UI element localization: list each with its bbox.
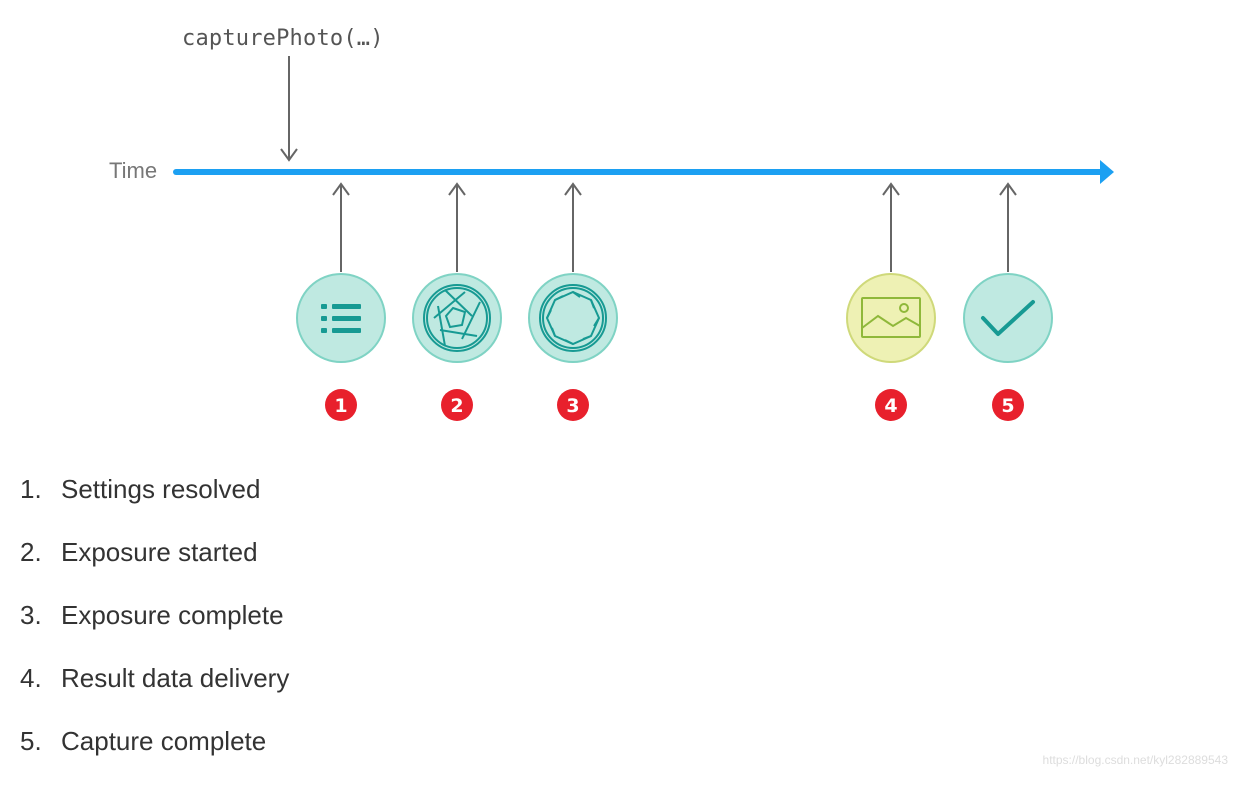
watermark: https://blog.csdn.net/kyl282889543 — [1042, 753, 1228, 767]
time-axis-label: Time — [109, 158, 158, 183]
event-5-circle — [963, 273, 1053, 363]
step-label: Capture complete — [61, 726, 267, 756]
checkmark-icon — [981, 300, 1035, 336]
event-3-circle — [528, 273, 618, 363]
event-5-badge — [992, 389, 1024, 421]
event-result-data-delivery: 4 — [846, 182, 936, 421]
step-label: Exposure complete — [61, 600, 284, 630]
step-label: Settings resolved — [61, 474, 261, 504]
shutter-open-icon — [423, 284, 491, 352]
list-item: 2. Exposure started — [20, 537, 289, 600]
event-4-badge — [875, 389, 907, 421]
list-item: 4. Result data delivery — [20, 663, 289, 726]
step-number: 4. — [20, 663, 42, 693]
step-number: 1. — [20, 474, 42, 504]
event-3-arrow — [564, 182, 582, 272]
list-item: 1. Settings resolved — [20, 474, 289, 537]
step-label: Exposure started — [61, 537, 258, 567]
list-item: 3. Exposure complete — [20, 600, 289, 663]
list-item: 5. Capture complete — [20, 726, 289, 789]
time-axis — [173, 160, 1114, 184]
event-4-circle — [846, 273, 936, 363]
capture-timeline-diagram: 1 2 — [173, 56, 1114, 421]
event-2-badge — [441, 389, 473, 421]
event-2-badge-number: 2 — [450, 395, 463, 417]
event-1-badge — [325, 389, 357, 421]
image-icon — [861, 297, 921, 338]
step-number: 5. — [20, 726, 42, 756]
step-list: 1. Settings resolved 2. Exposure started… — [20, 474, 289, 789]
event-2-arrow — [448, 182, 466, 272]
capture-photo-call-label: capturePhoto(…) — [182, 26, 384, 51]
shutter-closed-icon — [539, 284, 607, 352]
step-label: Result data delivery — [61, 663, 290, 693]
step-number: 2. — [20, 537, 42, 567]
event-5-arrow — [999, 182, 1017, 272]
capture-call-arrow — [280, 56, 298, 162]
event-1-badge-number: 1 — [334, 395, 347, 417]
event-3-badge-number: 3 — [566, 395, 579, 417]
event-4-badge-number: 4 — [884, 395, 897, 417]
settings-list-icon — [321, 304, 361, 333]
event-1-arrow — [332, 182, 350, 272]
step-number: 3. — [20, 600, 42, 630]
event-capture-complete: 5 — [963, 182, 1053, 421]
event-2-circle — [412, 273, 502, 363]
event-5-badge-number: 5 — [1001, 395, 1014, 417]
event-3-badge — [557, 389, 589, 421]
event-exposure-complete: 3 — [528, 182, 618, 421]
event-4-arrow — [882, 182, 900, 272]
event-exposure-started: 2 — [412, 182, 502, 421]
event-settings-resolved: 1 — [296, 182, 386, 421]
